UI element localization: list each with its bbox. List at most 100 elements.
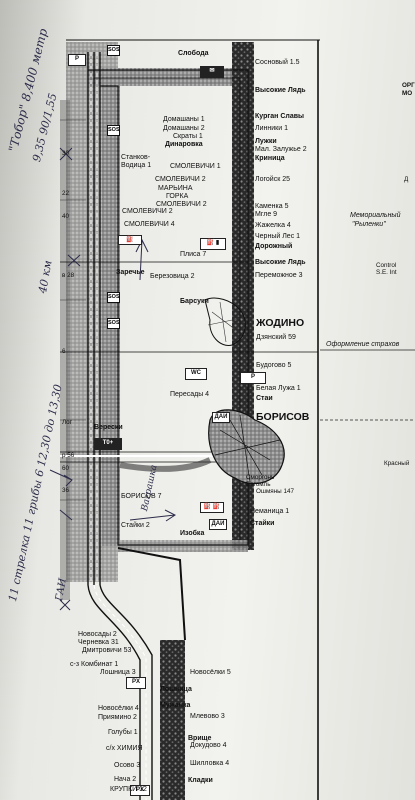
dai-icon: ДАИ (209, 519, 227, 530)
place-label: Новосёлки 4 (98, 705, 139, 712)
place-label: Приямино 2 (98, 714, 137, 721)
city-label-borisov: БОРИСОВ (256, 411, 310, 423)
place-label: Шилловка 4 (190, 760, 230, 767)
km-mark: 22 (62, 190, 70, 197)
place-label: Мгле 9 (255, 211, 278, 218)
place-label: СМОЛЕВИЧИ 2 (122, 208, 173, 215)
place-label: Черный Лес 1 (255, 233, 301, 240)
panel-text: Оформление страхов (326, 341, 400, 348)
inner-left-band (102, 86, 120, 546)
dai-icon: ДАИ (212, 412, 230, 423)
sos-icon: SOS (107, 125, 120, 136)
place-label: Нача 2 (114, 776, 137, 783)
place-label: Новосёлки 5 (190, 669, 231, 676)
place-label: Осово 3 (114, 762, 141, 769)
city-label-zhodino: ЖОДИНО (256, 317, 305, 329)
px-icon: PX (130, 785, 150, 796)
panel-text: ОРГ (402, 82, 415, 89)
place-label: Станков- Водица 1 (121, 154, 152, 169)
place-label: Березовица 2 (150, 273, 195, 280)
panel-text: "Рыленки" (352, 221, 386, 228)
place-label: Плиса 7 (180, 251, 207, 258)
place-label: КРУПКИ 12 (110, 786, 147, 793)
service-icon: T0+ (94, 438, 122, 450)
place-label: Домашаны 2 (163, 125, 205, 132)
place-label: Барсуки (180, 298, 209, 305)
place-label: Верески (94, 424, 123, 431)
place-label: Докудово 4 (190, 742, 227, 749)
place-label: Сморгонь (246, 474, 275, 481)
place-label: ГОРКА (166, 193, 189, 200)
place-label: Лужки (255, 138, 277, 145)
fuel-icon: ⛽ (118, 235, 142, 245)
sos-icon: SOS (107, 292, 120, 303)
place-label: Каменка 5 (255, 203, 289, 210)
panel-text: Мемориальный (350, 212, 401, 219)
place-label: Дмитровичи 53 (82, 647, 132, 654)
panel-text: S.E. Int (376, 269, 397, 276)
place-label: Переможное 3 (255, 272, 303, 279)
place-label: Динаровка (165, 141, 203, 148)
place-label: Курган Славы (255, 113, 305, 120)
place-label: Голубы 1 (108, 729, 138, 736)
place-label: Скраты 1 (173, 133, 203, 140)
place-label: Лошница 3 (100, 669, 136, 676)
place-label: СМОЛЕВИЧИ 2 (156, 201, 207, 208)
place-label: Стаи (256, 395, 273, 402)
place-label: Дзянский 59 (256, 334, 296, 341)
place-label: СМОЛЕВИЧИ 2 (155, 176, 206, 183)
place-label: Дорожный (255, 243, 293, 250)
px-icon: PX (126, 677, 146, 689)
place-label: Высокие Лядь (255, 87, 306, 94)
place-label: Заречье (116, 269, 145, 276)
place-label: Неманица 1 (250, 508, 290, 515)
place-label: Ошмяны 147 (256, 488, 294, 495)
sos-icon: SOS (107, 45, 120, 56)
place-label: Логойск 25 (255, 176, 290, 183)
km-mark: Лог (62, 419, 72, 426)
place-label: с-з Комбинат 1 (70, 661, 119, 668)
place-label: Лошница (160, 686, 192, 693)
km-mark: 6 (62, 348, 66, 355)
place-label: Высокие Лядь (255, 259, 306, 266)
post-icon: ✉ (200, 66, 224, 78)
place-label: с/х ХИМИЯ (106, 745, 143, 752)
fuel-icon: ⛽ ▮ (200, 238, 226, 250)
place-label: Криница (255, 155, 285, 162)
place-label: СМОЛЕВИЧИ 4 (124, 221, 175, 228)
place-label: СМОЛЕВИЧИ 1 (170, 163, 221, 170)
place-label: Слобода (178, 50, 209, 57)
highway-m1 (87, 52, 153, 800)
wc-icon: WC (185, 368, 207, 380)
place-label: Стайки 2 (121, 522, 150, 529)
panel-text: Д (404, 176, 409, 183)
km-mark: 36 (62, 487, 70, 494)
handwritten-strokes (49, 147, 176, 611)
place-label: Линники 1 (255, 125, 288, 132)
place-label: Белая Лужа 1 (256, 385, 301, 392)
sos-icon: SOS (107, 318, 120, 329)
zhodino-city-outline (204, 297, 246, 346)
lower-forest-band (160, 640, 185, 800)
panel-text: МО (402, 90, 413, 97)
borisov-city-outline (208, 409, 285, 485)
km-mark: 40 (62, 213, 70, 220)
place-label: Млевово 3 (190, 713, 225, 720)
place-label: Домашаны 1 (163, 116, 205, 123)
place-label: БОРИСОВ 7 (121, 493, 162, 500)
place-label: Пересады 4 (170, 391, 210, 398)
place-label: Изобка (180, 530, 205, 537)
km-mark: 30 (62, 150, 70, 157)
place-label: Сосновый 1.5 (255, 59, 300, 66)
place-label: Черневка 31 (78, 639, 119, 646)
panel-text: Control (376, 262, 397, 269)
fuel-icon: ⛽ ⛽ (200, 502, 224, 513)
km-mark: 60 (62, 465, 70, 472)
parking-icon: P (240, 372, 266, 384)
top-road-band (88, 68, 248, 86)
place-label: Будогово 5 (256, 362, 292, 369)
km-mark: р 56 (62, 452, 75, 459)
place-label: Кладки (188, 777, 213, 784)
